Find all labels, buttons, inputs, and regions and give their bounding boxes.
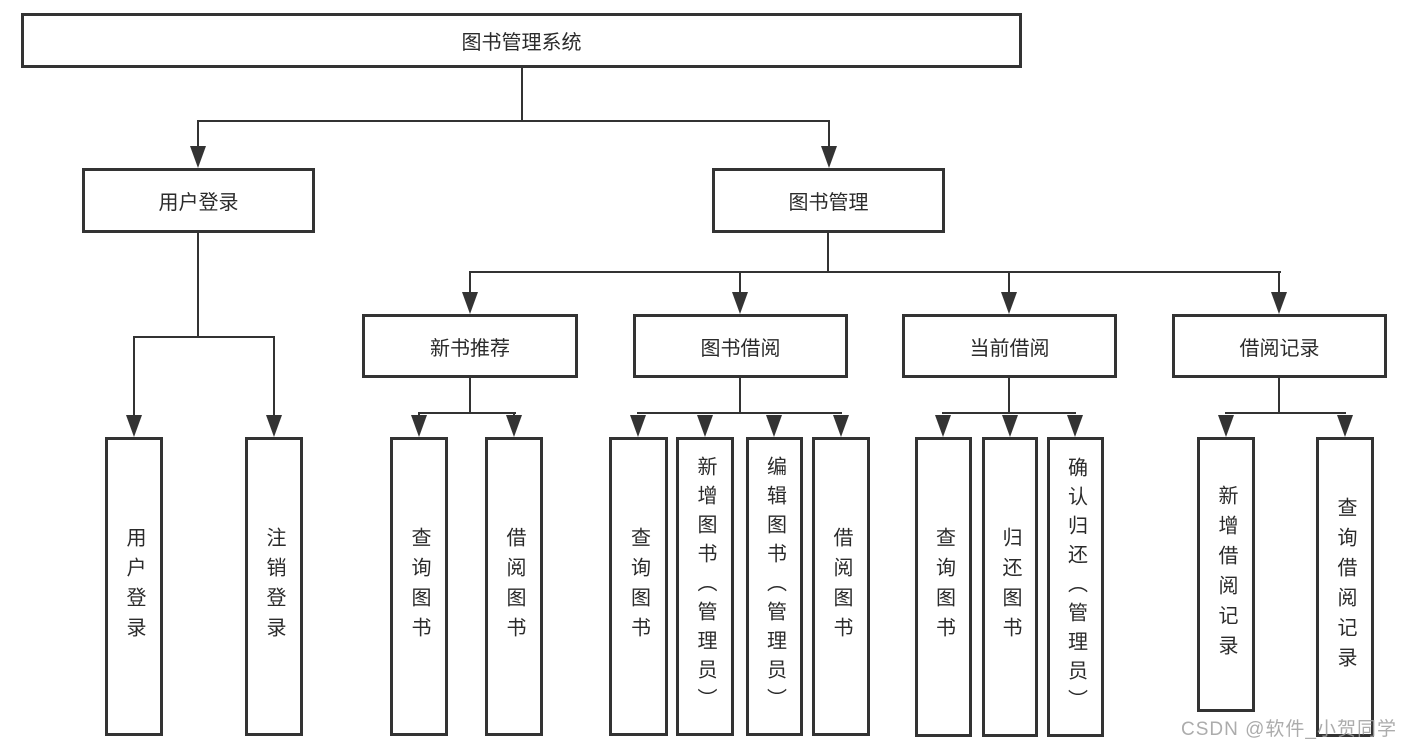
csdn-watermark: CSDN @软件_小贺同学 bbox=[1181, 719, 1397, 740]
arrow-to-query-books-recommend bbox=[411, 415, 427, 437]
node-root-label: 图书管理系统 bbox=[461, 32, 582, 54]
arrow-to-leaf-user-login bbox=[126, 415, 142, 437]
leaf-query-books-recommend: 查询图书 bbox=[390, 437, 448, 736]
leaf-borrow-books-recommend: 借阅图书 bbox=[485, 437, 543, 736]
node-new-book-recommend: 新书推荐 bbox=[362, 314, 578, 378]
leaf-user-login: 用户登录 bbox=[105, 437, 163, 736]
arrow-to-borrow-books bbox=[833, 415, 849, 437]
arrow-to-query-books-current bbox=[935, 415, 951, 437]
connector-branch-level1 bbox=[197, 120, 830, 122]
connector-book-borrow-stem bbox=[739, 378, 741, 414]
leaf-confirm-return-admin-label: 确认归还（管理员） bbox=[1064, 456, 1087, 718]
arrow-to-edit-book-admin bbox=[766, 415, 782, 437]
connector-stem-leaf-user-login bbox=[133, 338, 135, 418]
leaf-query-borrow-record-label: 查询借阅记录 bbox=[1334, 497, 1356, 677]
leaf-user-login-label: 用户登录 bbox=[123, 526, 145, 647]
connector-stem-current-borrow bbox=[1008, 273, 1010, 295]
leaf-add-book-admin-label: 新增图书（管理员） bbox=[694, 456, 716, 717]
node-root: 图书管理系统 bbox=[21, 13, 1022, 68]
connector-branch-user-login bbox=[133, 336, 275, 338]
connector-branch-book-borrow bbox=[637, 412, 842, 414]
connector-branch-borrow-record bbox=[1225, 412, 1346, 414]
node-user-login-label: 用户登录 bbox=[158, 192, 239, 214]
leaf-borrow-books-recommend-label: 借阅图书 bbox=[503, 526, 525, 647]
leaf-query-books-recommend-label: 查询图书 bbox=[408, 526, 430, 647]
arrow-to-new-book bbox=[462, 292, 478, 314]
leaf-query-books-borrow-label: 查询图书 bbox=[627, 526, 650, 647]
connector-branch-current-borrow bbox=[942, 412, 1076, 414]
arrow-to-borrow-record bbox=[1271, 292, 1287, 314]
leaf-add-book-admin: 新增图书（管理员） bbox=[676, 437, 734, 736]
connector-stem-new-book bbox=[469, 273, 471, 295]
leaf-confirm-return-admin: 确认归还（管理员） bbox=[1047, 437, 1104, 737]
arrow-to-leaf-logout bbox=[266, 415, 282, 437]
leaf-add-borrow-record: 新增借阅记录 bbox=[1197, 437, 1255, 712]
connector-stem-leaf-logout bbox=[273, 338, 275, 418]
arrow-to-book-management bbox=[821, 146, 837, 168]
arrow-to-confirm-return-admin bbox=[1067, 415, 1083, 437]
node-book-borrow-label: 图书借阅 bbox=[700, 337, 781, 360]
arrow-to-user-login bbox=[190, 146, 206, 168]
connector-book-management-stem bbox=[827, 233, 829, 273]
node-borrow-record-label: 借阅记录 bbox=[1239, 337, 1320, 360]
arrow-to-query-books-borrow bbox=[630, 415, 646, 437]
node-borrow-record: 借阅记录 bbox=[1172, 314, 1387, 378]
connector-stem-user-login bbox=[197, 122, 199, 150]
connector-branch-new-book bbox=[418, 412, 516, 414]
leaf-add-borrow-record-label: 新增借阅记录 bbox=[1215, 484, 1237, 665]
leaf-logout-label: 注销登录 bbox=[263, 526, 285, 647]
leaf-query-books-borrow: 查询图书 bbox=[609, 437, 668, 736]
leaf-edit-book-admin-label: 编辑图书（管理员） bbox=[763, 456, 786, 717]
node-book-management-label: 图书管理 bbox=[788, 192, 869, 214]
connector-root-stem bbox=[521, 68, 523, 122]
connector-user-login-stem bbox=[197, 232, 199, 338]
leaf-borrow-books: 借阅图书 bbox=[812, 437, 870, 736]
leaf-return-book: 归还图书 bbox=[982, 437, 1038, 737]
node-user-login: 用户登录 bbox=[82, 168, 315, 233]
leaf-logout: 注销登录 bbox=[245, 437, 303, 736]
node-current-borrow-label: 当前借阅 bbox=[969, 337, 1050, 360]
connector-stem-borrow-record bbox=[1278, 273, 1280, 295]
arrow-to-return-book bbox=[1002, 415, 1018, 437]
node-book-borrow: 图书借阅 bbox=[633, 314, 848, 378]
connector-stem-book-borrow bbox=[739, 273, 741, 295]
connector-branch-level2 bbox=[469, 271, 1281, 273]
connector-new-book-stem bbox=[469, 378, 471, 414]
leaf-return-book-label: 归还图书 bbox=[999, 527, 1021, 647]
leaf-query-books-current-label: 查询图书 bbox=[932, 527, 955, 647]
arrow-to-book-borrow bbox=[732, 292, 748, 314]
node-book-management: 图书管理 bbox=[712, 168, 945, 233]
leaf-borrow-books-label: 借阅图书 bbox=[830, 526, 852, 647]
arrow-to-current-borrow bbox=[1001, 292, 1017, 314]
connector-current-borrow-stem bbox=[1008, 378, 1010, 414]
arrow-to-borrow-books-recommend bbox=[506, 415, 522, 437]
leaf-edit-book-admin: 编辑图书（管理员） bbox=[746, 437, 803, 736]
arrow-to-add-borrow-record bbox=[1218, 415, 1234, 437]
node-new-book-recommend-label: 新书推荐 bbox=[430, 337, 510, 360]
arrow-to-add-book-admin bbox=[697, 415, 713, 437]
connector-stem-book-management bbox=[828, 122, 830, 150]
connector-borrow-record-stem bbox=[1278, 378, 1280, 414]
node-current-borrow: 当前借阅 bbox=[902, 314, 1117, 378]
leaf-query-borrow-record: 查询借阅记录 bbox=[1316, 437, 1374, 737]
arrow-to-query-borrow-record bbox=[1337, 415, 1353, 437]
leaf-query-books-current: 查询图书 bbox=[915, 437, 972, 737]
